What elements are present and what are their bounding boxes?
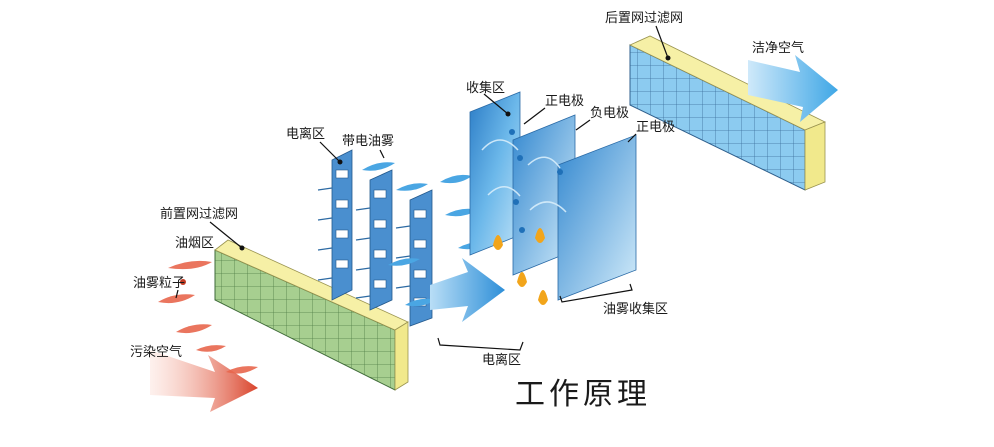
oil-particles [158, 260, 258, 374]
label-clean-air: 洁净空气 [752, 40, 804, 56]
label-charged-mist: 带电油雾 [342, 134, 394, 149]
label-smoke-zone: 油烟区 [175, 236, 214, 251]
labels: 后置网过滤网 洁净空气 收集区 正电极 负电极 正电极 电离区 带电油雾 前置网… [130, 11, 804, 412]
label-positive-electrode-1: 正电极 [545, 94, 584, 109]
label-mist-particles: 油雾粒子 [133, 276, 185, 291]
leader-lines [175, 25, 671, 351]
plate-positive-1 [469, 91, 521, 256]
label-ionization-zone-bottom: 电离区 [482, 352, 521, 368]
collection-plates [469, 91, 637, 301]
label-ionization-zone-top: 电离区 [286, 126, 325, 142]
pre-filter [214, 239, 409, 391]
post-filter [629, 35, 826, 191]
oil-droplets [493, 228, 548, 305]
airflow-arrow-middle [430, 258, 505, 322]
clean-air-arrow [748, 55, 838, 122]
label-post-filter: 后置网过滤网 [605, 11, 683, 26]
ionization-rod-2 [369, 169, 393, 311]
label-pre-filter: 前置网过滤网 [160, 206, 238, 222]
polluted-air-arrow [150, 350, 258, 412]
label-negative-electrode: 负电极 [590, 106, 629, 121]
plate-positive-2 [557, 134, 637, 301]
label-mist-collect-zone: 油雾收集区 [603, 301, 668, 317]
label-polluted-air: 污染空气 [130, 344, 182, 360]
label-positive-electrode-2: 正电极 [636, 120, 675, 135]
diagram-title: 工作原理 [515, 377, 651, 412]
ionization-rod-1 [331, 149, 353, 301]
label-collect-zone: 收集区 [466, 80, 505, 96]
